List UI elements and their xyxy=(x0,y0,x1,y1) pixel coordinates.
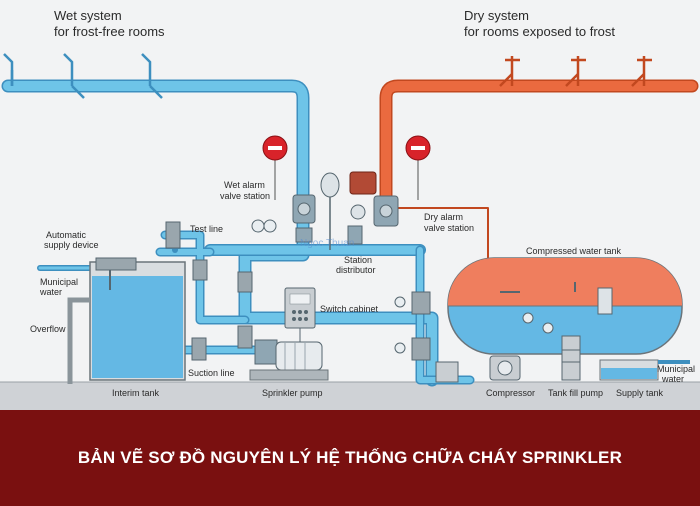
dry-alarm-valve-station xyxy=(347,171,399,245)
sprinkler-pump xyxy=(249,339,329,381)
caption-banner: BẢN VẼ SƠ ĐỒ NGUYÊN LÝ HỆ THỐNG CHỮA CHÁ… xyxy=(0,410,700,506)
municipal-right-label: Municipal xyxy=(657,364,695,374)
wet-system-subtitle: for frost-free rooms xyxy=(54,24,165,39)
dry-main-pipe xyxy=(379,79,699,227)
dry-system-subtitle: for rooms exposed to frost xyxy=(464,24,615,39)
alarm-bell-dry xyxy=(405,135,431,200)
switch-cabinet-label: Switch cabinet xyxy=(320,304,379,314)
compressor xyxy=(489,355,521,381)
supply-tank-label: Supply tank xyxy=(616,388,664,398)
watermark: Ngoc Thuan xyxy=(300,238,354,249)
overflow-label: Overflow xyxy=(30,324,66,334)
compressed-water-tank-label: Compressed water tank xyxy=(526,246,622,256)
wet-side-valves xyxy=(165,219,277,361)
compressor-label: Compressor xyxy=(486,388,535,398)
automatic-supply-label-2: supply device xyxy=(44,240,99,250)
wet-sprinkler-drops xyxy=(3,53,163,99)
dry-alarm-label-2: valve station xyxy=(424,223,474,233)
test-line-label: Test line xyxy=(190,224,223,234)
wet-system-title: Wet system xyxy=(54,8,122,23)
alarm-bell-wet xyxy=(262,135,288,200)
dry-sprinkler-drops xyxy=(499,56,652,87)
municipal-left-label: Municipal xyxy=(40,277,78,287)
interim-tank xyxy=(67,257,186,384)
station-distributor-label-2: distributor xyxy=(336,265,376,275)
automatic-supply-label: Automatic xyxy=(46,230,87,240)
banner-title: BẢN VẼ SƠ ĐỒ NGUYÊN LÝ HỆ THỐNG CHỮA CHÁ… xyxy=(77,448,623,467)
interim-tank-label: Interim tank xyxy=(112,388,160,398)
wet-alarm-valve-station xyxy=(292,172,340,250)
right-valve-column xyxy=(394,291,459,383)
dry-alarm-label: Dry alarm xyxy=(424,212,463,222)
tank-fill-pump xyxy=(561,335,581,381)
labels: Wet system for frost-free rooms Dry syst… xyxy=(30,8,695,398)
compressed-water-tank xyxy=(447,257,683,355)
dry-system-piping xyxy=(379,79,699,269)
suction-line-label: Suction line xyxy=(188,368,235,378)
tank-fill-pump-label: Tank fill pump xyxy=(548,388,603,398)
wet-alarm-label: Wet alarm xyxy=(224,180,265,190)
overflow-pipe xyxy=(67,297,90,384)
dry-air-line xyxy=(397,207,489,269)
dry-system-title: Dry system xyxy=(464,8,529,23)
municipal-right-label-2: water xyxy=(661,374,684,384)
supply-tank xyxy=(599,359,690,381)
switch-cabinet xyxy=(284,287,316,345)
floor-slab xyxy=(0,382,700,410)
wet-alarm-label-2: valve station xyxy=(220,191,270,201)
station-distributor-label: Station xyxy=(344,255,372,265)
sprinkler-system-diagram: Wet system for frost-free rooms Dry syst… xyxy=(0,0,700,410)
sprinkler-pump-label: Sprinkler pump xyxy=(262,388,323,398)
municipal-left-label-2: water xyxy=(39,287,62,297)
